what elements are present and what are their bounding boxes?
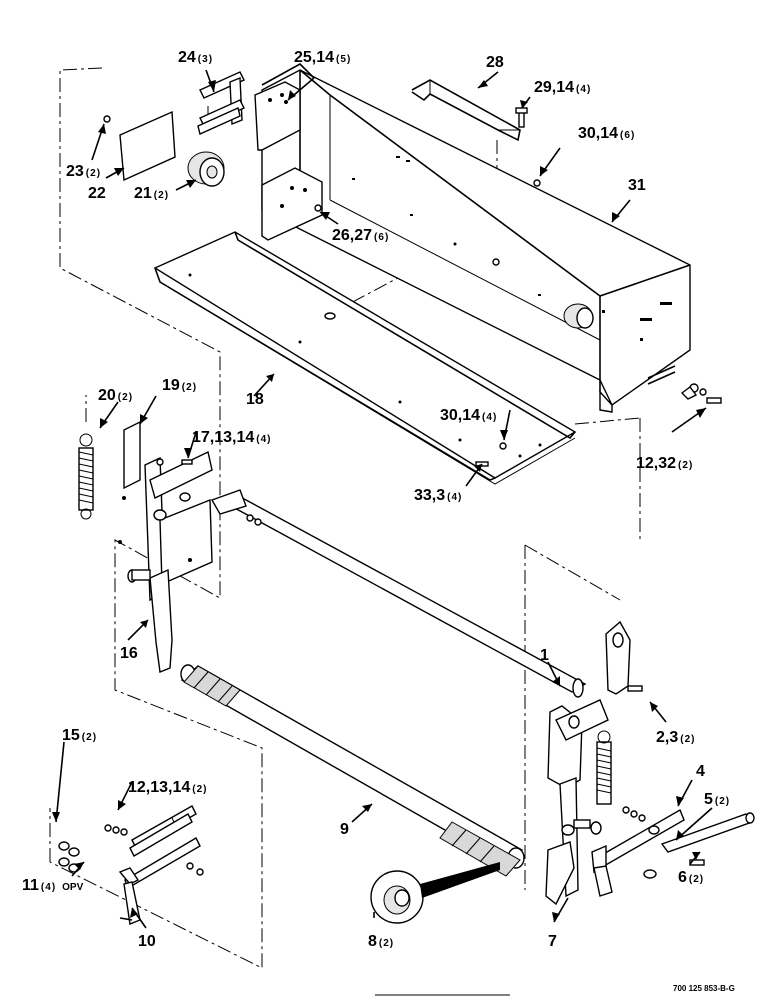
bearing-8: [370, 862, 500, 924]
callout-17: 17,13,14(4): [192, 429, 272, 446]
callout-20: 20(2): [98, 387, 133, 404]
callout-31: 31: [628, 177, 646, 194]
tray-18: [153, 231, 577, 485]
spring-20: [78, 433, 94, 520]
plate-22: [119, 110, 176, 182]
callout-29: 29,14(4): [534, 79, 591, 96]
callout-33: 33,3(4): [414, 487, 462, 504]
callout-5: 5(2): [704, 791, 730, 808]
roller-9: [180, 664, 525, 877]
callout-4: 4: [696, 763, 705, 780]
callout-15: 15(2): [62, 727, 97, 744]
callout-labels: 24(3) 25,14(5) 28 29,14(4) 30,14(6) 31 2…: [22, 49, 735, 993]
lever-16: [127, 568, 173, 673]
right-mechanism: [129, 620, 755, 906]
callout-19: 19(2): [162, 377, 197, 394]
callout-18: 18: [246, 391, 264, 408]
callout-12-top: 12,32(2): [636, 455, 693, 472]
callout-10: 10: [138, 933, 156, 950]
callout-7: 7: [548, 933, 557, 950]
callout-22: 22: [88, 185, 106, 202]
bolt-29: [515, 107, 528, 128]
callout-25: 25,14(5): [294, 49, 351, 66]
callout-24: 24(3): [178, 49, 213, 66]
housing-31: [261, 69, 691, 413]
bolt-23: [103, 115, 111, 123]
callout-28: 28: [486, 54, 504, 71]
callout-30-top: 30,14(6): [578, 125, 635, 142]
callout-26: 26,27(6): [332, 227, 389, 244]
callout-16: 16: [120, 645, 138, 662]
arrowheads: [52, 80, 706, 922]
bolts-17: [156, 458, 193, 466]
callout-9: 9: [340, 821, 349, 838]
callout-2: 2,3(2): [656, 729, 695, 746]
shaft-1: [210, 489, 587, 698]
bracket-24: [197, 71, 245, 135]
callout-8: 8(2): [368, 933, 394, 950]
callout-11: 11(4)OPV: [22, 877, 84, 894]
handle-28: [411, 79, 521, 142]
opv-note: OPV: [62, 882, 83, 893]
callout-30-mid: 30,14(4): [440, 407, 497, 424]
roller-21: [187, 151, 225, 187]
callout-21: 21(2): [134, 185, 169, 202]
callout-23: 23(2): [66, 163, 101, 180]
small-fasteners: [314, 179, 722, 467]
callout-6: 6(2): [678, 869, 704, 886]
left-bracket-19: [118, 420, 213, 602]
callout-12-low: 12,13,14(2): [128, 779, 208, 796]
callout-1: 1: [540, 647, 549, 664]
drawing-number: 700 125 853-B-G: [673, 984, 735, 993]
